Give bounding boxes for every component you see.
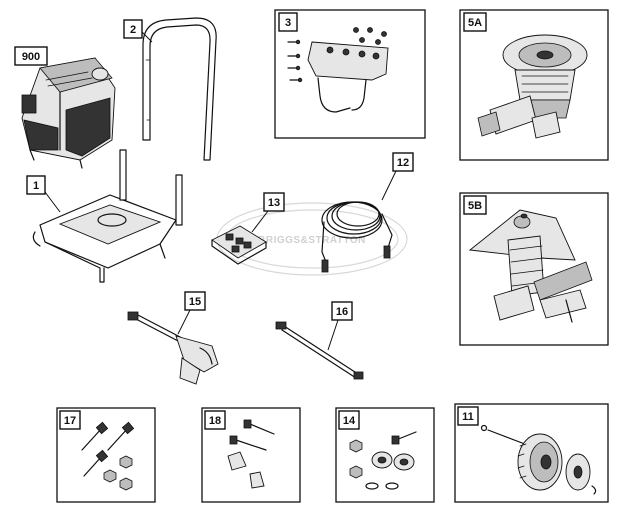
callout-12-label: 12	[397, 157, 409, 169]
spray-wand-icon	[275, 321, 364, 380]
callout-900-label: 900	[22, 51, 40, 63]
callout-1: 1	[26, 175, 61, 213]
callout-12: 12	[381, 152, 414, 201]
callout-13: 13	[251, 192, 285, 233]
callout-3-label: 3	[285, 17, 291, 29]
callout-15: 15	[177, 291, 206, 335]
callout-16-label: 16	[336, 306, 348, 318]
callout-16: 16	[327, 301, 353, 351]
callout-11-label: 11	[462, 411, 474, 423]
hardware-kit-icon	[349, 431, 417, 490]
callout-15-label: 15	[189, 296, 201, 308]
callout-5a: 5A	[463, 12, 487, 32]
callout-14: 14	[338, 410, 360, 430]
wheel-kit-icon	[480, 424, 597, 495]
callout-13-label: 13	[268, 197, 280, 209]
callout-5b: 5B	[463, 195, 487, 215]
callout-2-label: 2	[130, 24, 136, 36]
callout-18: 18	[204, 410, 226, 430]
pump-axial-icon	[477, 34, 588, 139]
callout-11: 11	[457, 406, 479, 426]
nozzle-tips-icon	[211, 225, 267, 265]
callout-17-label: 17	[64, 415, 76, 427]
callout-2: 2	[123, 19, 153, 43]
callout-18-label: 18	[209, 415, 221, 427]
base-frame-icon	[32, 149, 183, 283]
watermark-text: BRIGGS&STRATTON	[258, 235, 366, 246]
nozzle-holder-icon	[287, 27, 389, 113]
bolt-kit-icon	[81, 421, 135, 491]
pump-triplex-icon	[468, 209, 593, 323]
spray-gun-icon	[127, 311, 219, 385]
high-pressure-hose-icon	[321, 201, 393, 273]
callout-14-label: 14	[343, 415, 356, 427]
callout-1-label: 1	[33, 180, 39, 192]
callout-5a-label: 5A	[468, 17, 482, 29]
callout-17: 17	[59, 410, 81, 430]
callout-3: 3	[278, 12, 298, 32]
handle-hardware-icon	[227, 419, 275, 489]
callout-900: 900	[14, 46, 48, 66]
handle-icon	[142, 17, 217, 161]
engine-icon	[21, 57, 116, 169]
callout-5b-label: 5B	[468, 200, 482, 212]
